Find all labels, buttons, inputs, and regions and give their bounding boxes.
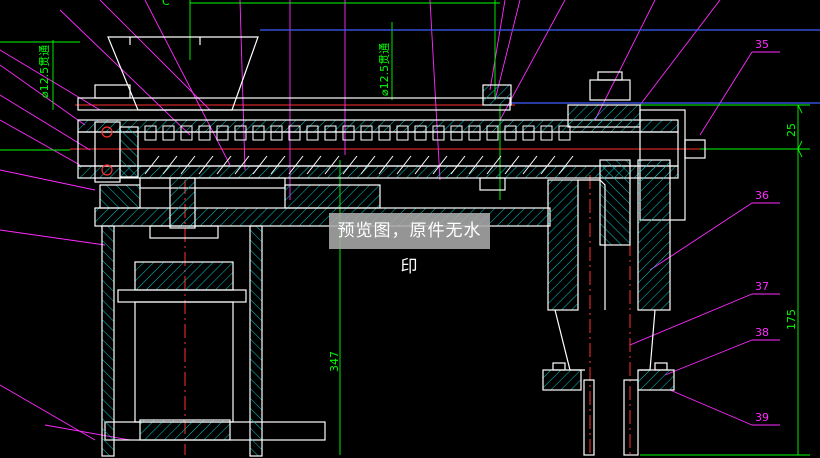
flight-tooth <box>144 125 157 141</box>
flight-helix <box>432 155 448 175</box>
flight-helix <box>540 155 556 175</box>
flight-helix <box>522 155 538 175</box>
dim-height-large: 175 <box>785 309 798 330</box>
centerlines <box>70 104 700 455</box>
leader-lines <box>0 0 780 441</box>
balloon-38: 38 <box>755 326 769 339</box>
flight-helix <box>414 155 430 175</box>
balloon-35: 35 <box>755 38 769 51</box>
flight-helix <box>306 155 322 175</box>
flight-tooth <box>306 125 319 141</box>
flight-helix <box>180 155 196 175</box>
flight-tooth <box>180 125 193 141</box>
dim-vertical-center: 347 <box>328 351 341 372</box>
flight-helix <box>198 155 214 175</box>
balloon-39: 39 <box>755 411 769 424</box>
flight-tooth <box>504 125 517 141</box>
flight-tooth <box>324 125 337 141</box>
flight-tooth <box>486 125 499 141</box>
dim-center-diameter: ⌀12.5贯通 <box>378 43 391 96</box>
left-bearing <box>94 121 139 183</box>
balloon-36: 36 <box>755 189 769 202</box>
flight-helix <box>252 155 268 175</box>
dim-left-diameter: ⌀12.5贯通 <box>38 45 51 98</box>
flight-tooth <box>162 125 175 141</box>
flight-tooth <box>198 125 211 141</box>
flight-helix <box>378 155 394 175</box>
balloon-37: 37 <box>755 280 769 293</box>
watermark: 预览图，原件无水印 <box>329 213 490 277</box>
motor <box>104 177 326 441</box>
flight-tooth <box>378 125 391 141</box>
flight-helix <box>450 155 466 175</box>
flight-tooth <box>414 125 427 141</box>
flight-tooth <box>288 125 301 141</box>
flight-tooth <box>558 125 571 141</box>
flight-tooth <box>270 125 283 141</box>
flight-tooth <box>360 125 373 141</box>
flight-tooth <box>252 125 265 141</box>
flight-helix <box>360 155 376 175</box>
flight-helix <box>342 155 358 175</box>
flight-tooth <box>234 125 247 141</box>
flight-helix <box>486 155 502 175</box>
flight-helix <box>162 155 178 175</box>
flight-tooth <box>396 125 409 141</box>
flight-tooth <box>432 125 445 141</box>
flight-helix <box>504 155 520 175</box>
flight-tooth <box>468 125 481 141</box>
flight-tooth <box>540 125 553 141</box>
top-rail <box>77 71 631 111</box>
flight-tooth <box>522 125 535 141</box>
flight-helix <box>288 155 304 175</box>
flight-helix <box>468 155 484 175</box>
dim-height-small: 25 <box>785 123 798 137</box>
flight-helix <box>324 155 340 175</box>
flight-helix <box>234 155 250 175</box>
flight-helix <box>396 155 412 175</box>
right-bracket <box>542 159 675 456</box>
frame-legs <box>101 225 263 457</box>
flight-tooth <box>342 125 355 141</box>
flight-helix <box>558 155 574 175</box>
top-edge-label: C <box>162 0 170 8</box>
flight-helix <box>270 155 286 175</box>
blue-lines <box>260 29 820 104</box>
flight-tooth <box>216 125 229 141</box>
flight-helix <box>216 155 232 175</box>
flight-helix <box>144 155 160 175</box>
screw-flights <box>144 125 574 175</box>
flight-tooth <box>450 125 463 141</box>
